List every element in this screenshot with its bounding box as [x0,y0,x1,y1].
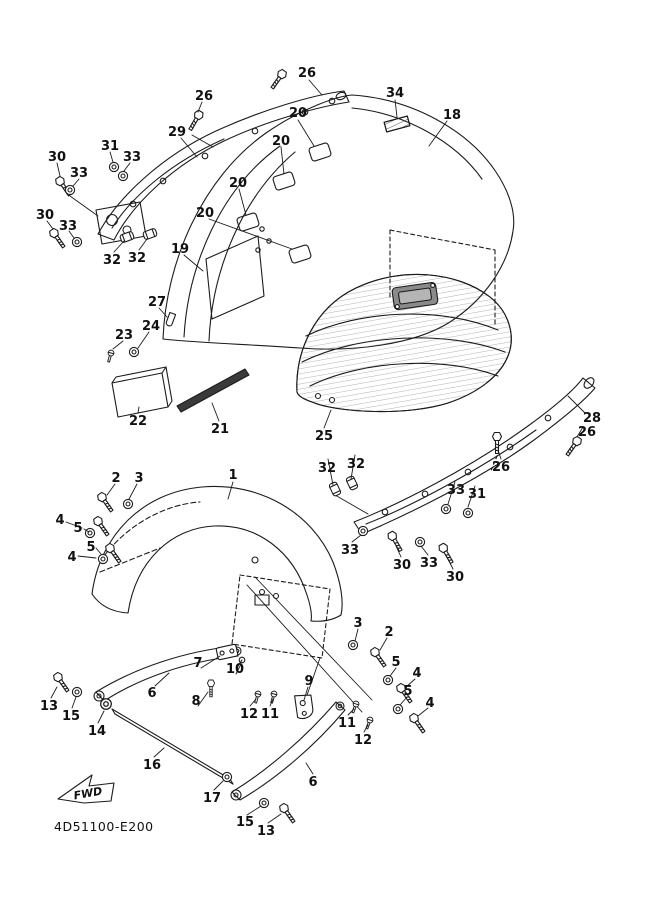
callout-29: 29 [168,125,186,140]
callout-24: 24 [142,319,160,334]
callout-33: 33 [420,556,438,571]
callout-33: 33 [59,219,77,234]
callout-6: 6 [308,775,317,790]
callout-33: 33 [447,483,465,498]
callout-13: 13 [40,699,58,714]
callout-14: 14 [88,724,106,739]
fasteners [47,67,584,826]
callout-26: 26 [195,89,213,104]
callout-2: 2 [384,625,393,640]
callout-32: 32 [318,461,336,476]
seal-strip [176,368,250,413]
side-rail-right [334,377,596,535]
callout-25: 25 [315,429,333,444]
callout-30: 30 [36,208,54,223]
splash-guard [296,273,512,413]
callout-4: 4 [55,513,64,528]
damper-strip [383,115,411,133]
callout-30: 30 [48,150,66,165]
callout-28: 28 [583,411,601,426]
fender-stay-right [230,701,346,801]
callout-23: 23 [115,328,133,343]
clip [165,311,177,327]
callout-3: 3 [134,471,143,486]
callout-18: 18 [443,108,461,123]
callout-27: 27 [148,295,166,310]
callout-7: 7 [193,656,202,671]
top-mount-rail [95,90,350,245]
callout-31: 31 [468,487,486,502]
callout-15: 15 [62,709,80,724]
callout-26: 26 [492,460,510,475]
callout-5: 5 [403,684,412,699]
callout-11: 11 [338,716,356,731]
callout-5: 5 [86,540,95,555]
callout-34: 34 [386,86,404,101]
callout-26: 26 [578,425,596,440]
inner-fender [205,151,296,342]
callout-30: 30 [446,570,464,585]
leader-lines [46,79,586,824]
callout-6: 6 [147,686,156,701]
callout-4: 4 [425,696,434,711]
callout-16: 16 [143,758,161,773]
callout-19: 19 [171,242,189,257]
callout-32: 32 [128,251,146,266]
callout-32: 32 [103,253,121,268]
bracket-9 [294,694,314,720]
callout-8: 8 [191,694,200,709]
diagram-part-number: 4D51100-E200 [54,819,154,834]
clip-10 [237,656,246,667]
callout-20: 20 [289,106,307,121]
callout-10: 10 [226,662,244,677]
fwd-arrow [57,774,115,804]
callout-17: 17 [203,791,221,806]
callout-33: 33 [341,543,359,558]
callout-20: 20 [196,206,214,221]
callout-12: 12 [240,707,258,722]
stay-rod [111,708,234,785]
callout-33: 33 [70,166,88,181]
callout-12: 12 [354,733,372,748]
callout-labels: 26 26 29 34 18 30 31 33 33 20 20 20 20 3… [36,66,601,839]
callout-4: 4 [67,550,76,565]
callout-31: 31 [101,139,119,154]
callout-13: 13 [257,824,275,839]
callout-21: 21 [211,422,229,437]
callout-1: 1 [228,468,237,483]
callout-30: 30 [393,558,411,573]
callout-4: 4 [412,666,421,681]
fwd-label: FWD [73,785,104,803]
callout-32: 32 [347,457,365,472]
callout-26: 26 [298,66,316,81]
callout-2: 2 [111,471,120,486]
callout-5: 5 [391,655,400,670]
callout-22: 22 [129,414,147,429]
bracket-7 [215,643,239,661]
callout-11: 11 [261,707,279,722]
battery-box [111,366,173,418]
callout-20: 20 [229,176,247,191]
callout-20: 20 [272,134,290,149]
callout-3: 3 [353,616,362,631]
front-fender [91,485,373,713]
callout-5: 5 [73,521,82,536]
callout-9: 9 [304,674,313,689]
callout-33: 33 [123,150,141,165]
callout-15: 15 [236,815,254,830]
